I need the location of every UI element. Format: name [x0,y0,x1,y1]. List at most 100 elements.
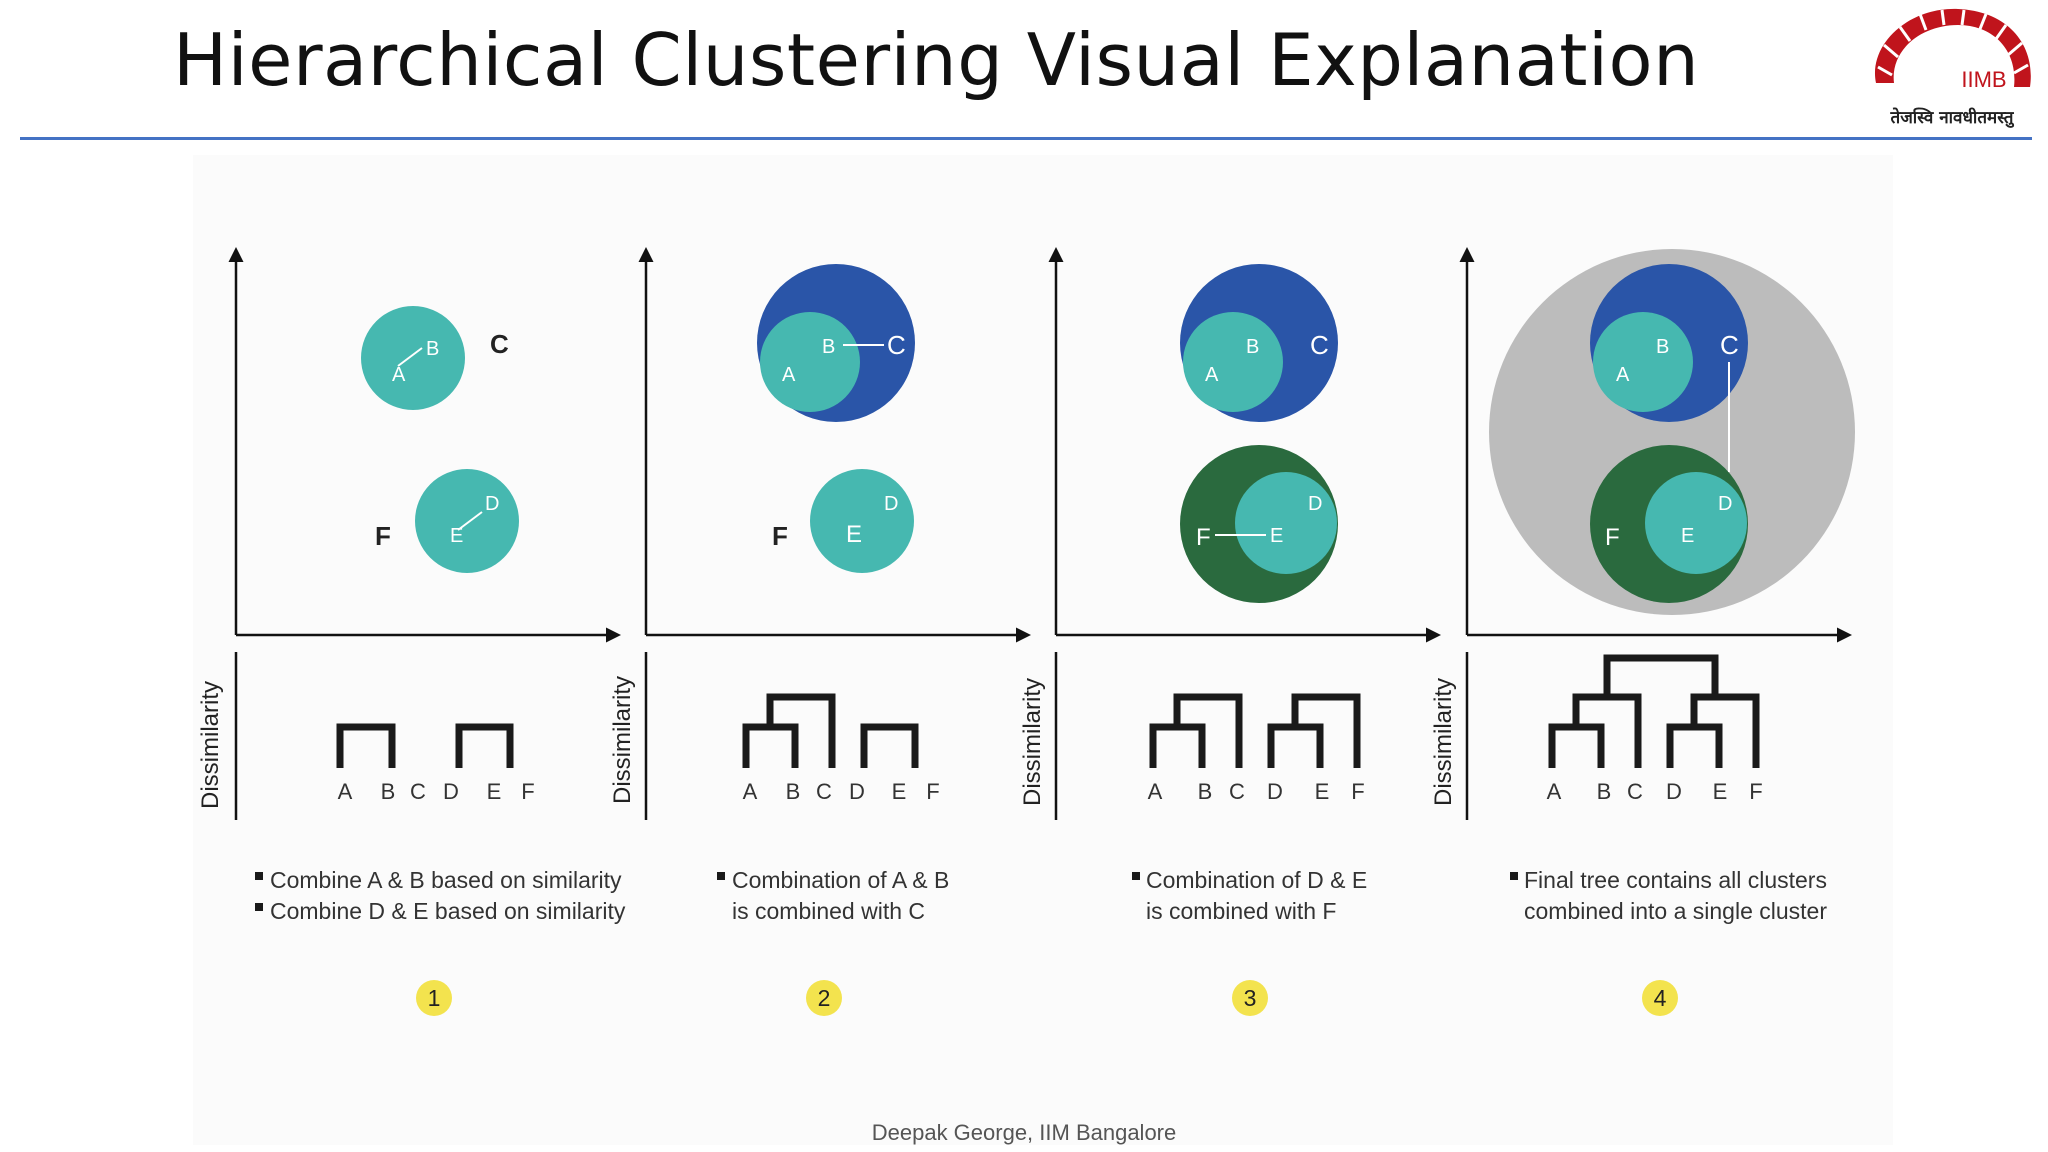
point-f: F [1605,524,1620,551]
leaf-f: F [926,779,939,804]
bullet-icon [255,903,263,911]
dendrogram [336,723,514,768]
leaf-a: A [743,779,758,804]
panel-text-line: is combined with C [732,898,925,924]
point-f: F [772,521,788,551]
leaf-d: D [1666,779,1682,804]
bullet-icon [717,872,725,880]
leaf-b: B [1597,779,1612,804]
title-divider [20,137,2032,140]
logo-motto: तेजस्वि नावधीतमस्तु [1890,107,2015,128]
merge-abc [1572,693,1642,768]
point-a: A [1616,364,1630,386]
leaf-f: F [521,779,534,804]
leaf-f: F [1749,779,1762,804]
point-b: B [1656,336,1669,358]
dendrogram [1548,654,1760,768]
bullet-icon [1510,872,1518,880]
cluster-ab [361,306,465,410]
cluster-de [415,469,519,573]
cluster-de [1645,472,1747,574]
point-c: C [1310,330,1329,360]
point-a: A [782,364,796,386]
dissimilarity-label: Dissimilarity [197,681,224,809]
point-e: E [450,525,463,547]
leaf-a: A [1148,779,1163,804]
dendrogram [742,693,919,768]
point-e: E [846,521,862,548]
leaf-c: C [1627,779,1643,804]
leaf-e: E [892,779,907,804]
merge-abc [766,693,836,768]
leaf-b: B [786,779,801,804]
leaf-e: E [1315,779,1330,804]
step-number: 3 [1244,985,1257,1011]
point-f: F [375,521,391,551]
merge-all [1603,654,1719,697]
point-c: C [490,329,509,359]
step-badge [806,980,842,1016]
panel-1: A B C E D F Dissimilarity A B C D E F Co… [197,247,626,1016]
cluster-de [810,469,914,573]
merge-de [1666,723,1723,768]
leaf-c: C [816,779,832,804]
footer-credit: Deepak George, IIM Bangalore [871,1120,1177,1145]
leaf-d: D [1267,779,1283,804]
leaf-labels: A B C D E F [1547,779,1763,804]
logo-arc-icon [1874,8,2031,87]
leaf-b: B [1198,779,1213,804]
bullet-icon [255,872,263,880]
dendrogram [1149,693,1361,768]
point-d: D [884,493,898,515]
point-d: D [1308,493,1322,515]
step-number: 2 [818,985,831,1011]
merge-ab [1149,723,1206,768]
point-a: A [1205,364,1219,386]
cluster-ab [1183,312,1283,412]
bullet-icon [1132,872,1140,880]
point-f: F [1196,524,1211,551]
panel-text-line: Combination of A & B [732,867,949,893]
merge-def [1690,693,1760,768]
step-number: 4 [1654,985,1667,1011]
dissimilarity-label: Dissimilarity [609,676,636,804]
dissimilarity-label: Dissimilarity [1019,678,1046,806]
step-badge [416,980,452,1016]
cluster-ab [760,312,860,412]
leaf-c: C [1229,779,1245,804]
point-b: B [1246,336,1259,358]
step-badge [1642,980,1678,1016]
point-d: D [485,493,499,515]
leaf-c: C [410,779,426,804]
panel-text-line: is combined with F [1146,898,1336,924]
panel-4: A B C E D F Dissimilarity A B C D E F Fi… [1430,247,1855,1016]
leaf-f: F [1351,779,1364,804]
merge-ab [742,723,799,768]
leaf-labels: A B C D E F [338,779,535,804]
leaf-labels: A B C D E F [743,779,940,804]
point-b: B [822,336,835,358]
point-b: B [426,338,439,360]
leaf-labels: A B C D E F [1148,779,1365,804]
leaf-e: E [1713,779,1728,804]
leaf-a: A [1547,779,1562,804]
point-d: D [1718,493,1732,515]
leaf-b: B [381,779,396,804]
panel-text-line: combined into a single cluster [1524,898,1827,924]
slide-title: Hierarchical Clustering Visual Explanati… [173,18,1700,102]
merge-ab [336,723,396,768]
merge-de [860,723,919,768]
merge-de [455,723,514,768]
point-c: C [1720,330,1739,360]
step-number: 1 [428,985,441,1011]
point-e: E [1270,525,1283,547]
leaf-a: A [338,779,353,804]
leaf-e: E [487,779,502,804]
merge-ab [1548,723,1605,768]
cluster-ab [1593,312,1693,412]
panel-text-line: Final tree contains all clusters [1524,867,1827,893]
panel-text-line: Combine D & E based on similarity [270,898,626,924]
point-c: C [887,330,906,360]
link-ab [397,347,423,367]
